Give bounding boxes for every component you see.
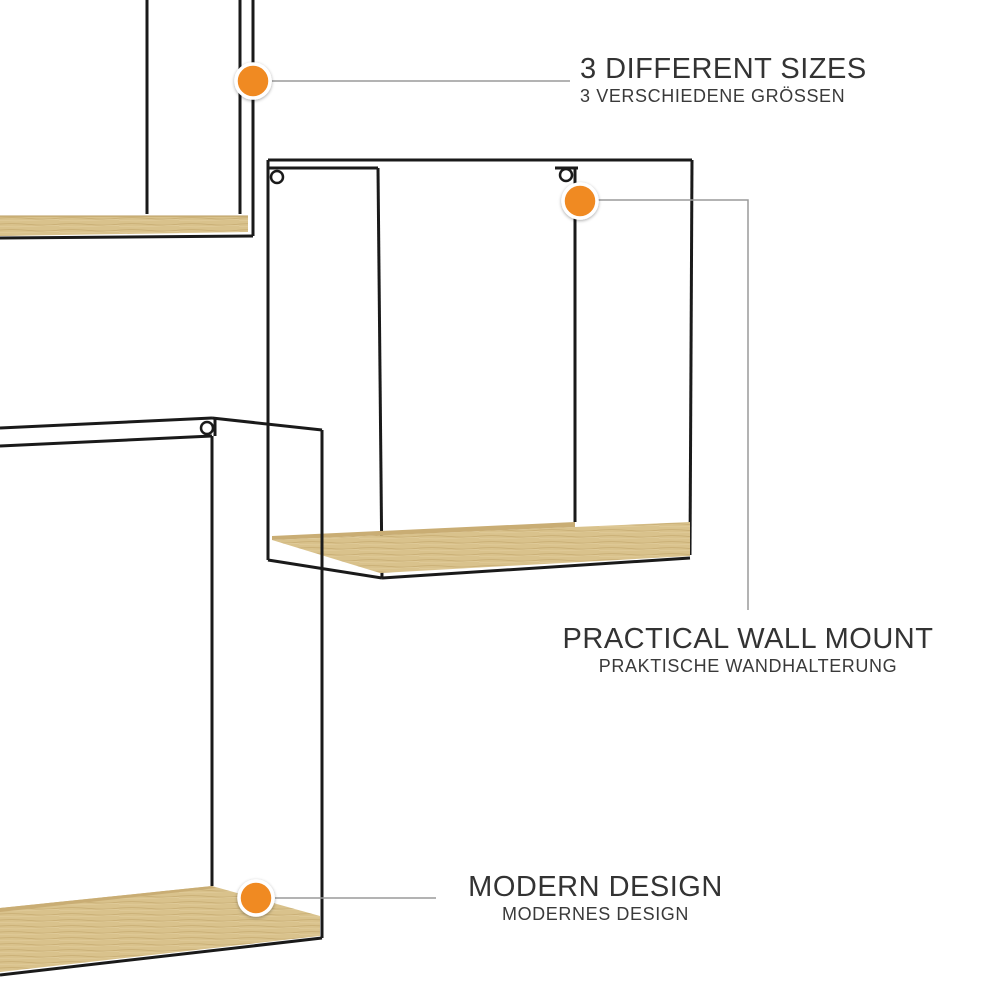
callout-design: MODERN DESIGN MODERNES DESIGN [467,871,724,924]
shelf-top-left [0,0,255,240]
callout-sizes-title: 3 DIFFERENT SIZES [580,53,867,85]
marker-sizes-dot [234,62,272,100]
shelf-middle [266,158,694,580]
callout-sizes-subtitle: 3 VERSCHIEDENE GRÖSSEN [580,86,846,106]
callout-mount: PRACTICAL WALL MOUNT PRAKTISCHE WANDHALT… [562,623,934,676]
callout-design-title: MODERN DESIGN [468,871,723,903]
callout-sizes: 3 DIFFERENT SIZES 3 VERSCHIEDENE GRÖSSEN [580,53,867,106]
marker-mount-dot [561,182,599,220]
callout-mount-title: PRACTICAL WALL MOUNT [562,623,934,655]
callout-design-subtitle: MODERNES DESIGN [501,904,690,924]
marker-design-dot [237,879,275,917]
callout-mount-subtitle: PRAKTISCHE WANDHALTERUNG [598,656,898,676]
shelf-bottom-left [0,416,324,977]
leader-lines [272,80,749,899]
